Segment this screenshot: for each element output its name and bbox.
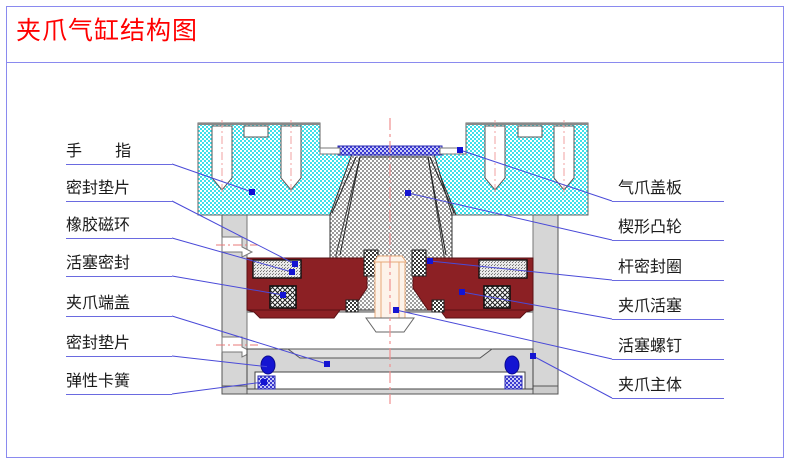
label-piston-seal: 活塞密封 [66, 253, 131, 272]
label-wedge-cam: 楔形凸轮 [618, 217, 683, 236]
label-rubber-magnet-ring: 橡胶磁环 [66, 215, 131, 234]
label-rule-finger [66, 164, 172, 165]
label-rule-wedge-cam [612, 240, 724, 241]
label-rule-rubber-magnet-ring [66, 238, 172, 239]
label-gripper-end-cap: 夹爪端盖 [66, 293, 131, 312]
label-rule-rod-seal-ring [612, 280, 724, 281]
label-rule-gripper-cover-plate [612, 201, 724, 202]
label-finger: 手 指 [66, 141, 146, 160]
label-retaining-ring: 弹性卡簧 [66, 371, 131, 390]
label-rule-gripper-end-cap [66, 316, 172, 317]
label-seal-gasket-top: 密封垫片 [66, 178, 131, 197]
label-rule-piston-screw [612, 359, 724, 360]
label-rod-seal-ring: 杆密封圈 [618, 257, 683, 276]
label-rule-seal-gasket-bottom [66, 356, 172, 357]
label-gripper-piston: 夹爪活塞 [618, 296, 683, 315]
label-piston-screw: 活塞螺钉 [618, 336, 683, 355]
label-rule-gripper-body [612, 398, 724, 399]
label-rule-piston-seal [66, 276, 172, 277]
label-rule-seal-gasket-top [66, 201, 172, 202]
label-rule-retaining-ring [66, 394, 172, 395]
page-title: 夹爪气缸结构图 [16, 16, 199, 45]
label-rule-gripper-piston [612, 319, 724, 320]
label-seal-gasket-bottom: 密封垫片 [66, 333, 131, 352]
label-gripper-body: 夹爪主体 [618, 375, 683, 394]
label-gripper-cover-plate: 气爪盖板 [618, 178, 683, 197]
title-divider [7, 62, 783, 63]
